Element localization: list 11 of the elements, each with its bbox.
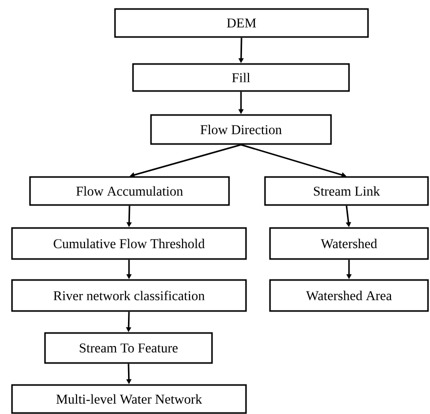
process-box: Flow Accumulation bbox=[29, 176, 230, 206]
process-box: Multi-level Water Network bbox=[11, 384, 247, 414]
process-box: Watershed Area bbox=[269, 279, 429, 312]
process-box: River network classification bbox=[11, 279, 247, 312]
process-box: DEM bbox=[114, 8, 369, 38]
process-box: Stream Link bbox=[264, 176, 429, 206]
process-box: Watershed bbox=[269, 227, 429, 260]
process-box: Stream To Feature bbox=[44, 332, 213, 364]
process-box: Cumulative Flow Threshold bbox=[11, 227, 247, 260]
process-box: Flow Direction bbox=[150, 114, 332, 145]
process-box: Fill bbox=[132, 63, 350, 92]
